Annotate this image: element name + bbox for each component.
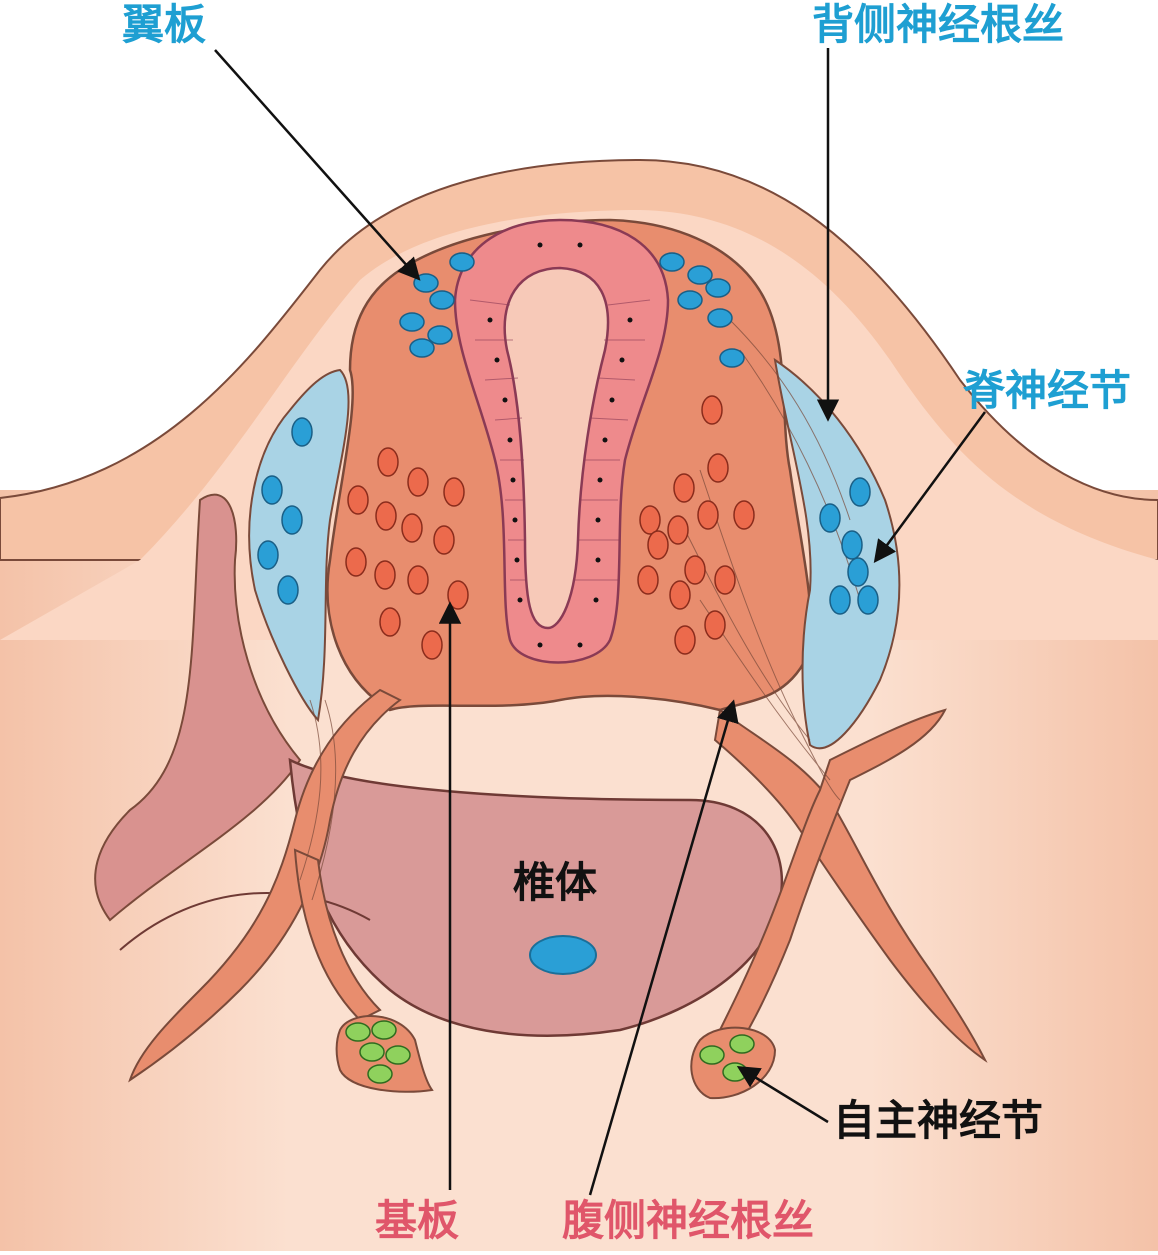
spinal-ganglion-right bbox=[773, 357, 901, 750]
arrow-ventral-rootlets bbox=[588, 699, 739, 1196]
spinal-nerve-right bbox=[708, 708, 947, 1062]
nerve-branch-left bbox=[293, 848, 382, 1022]
epithelium-cell-lines bbox=[469, 299, 651, 581]
alar-plate-cells bbox=[399, 252, 745, 368]
ventral-root-left bbox=[128, 688, 402, 1083]
arrow-autonomic-ganglion bbox=[736, 1066, 829, 1124]
label-ventral-rootlets: 腹侧神经根丝 bbox=[562, 1196, 815, 1245]
vertebral-body-shape bbox=[288, 757, 784, 1037]
label-basal-plate: 基板 bbox=[375, 1196, 460, 1245]
arrow-alar-plate bbox=[214, 49, 421, 281]
central-canal bbox=[503, 266, 610, 630]
spinal-ganglion-left bbox=[248, 368, 350, 723]
sclerotome-curve bbox=[119, 892, 371, 951]
label-alar-plate: 翼板 bbox=[122, 0, 207, 49]
autonomic-cells bbox=[345, 1020, 755, 1084]
label-spinal-ganglion: 脊神经节 bbox=[963, 366, 1132, 415]
epithelium-nuclei bbox=[487, 242, 633, 648]
sclerotome-left bbox=[94, 493, 302, 922]
arrow-spinal-ganglion bbox=[873, 411, 987, 564]
label-vertebral-body: 椎体 bbox=[513, 858, 598, 907]
label-dorsal-rootlets: 背侧神经根丝 bbox=[812, 0, 1065, 49]
label-autonomic-ganglion: 自主神经节 bbox=[833, 1096, 1044, 1145]
ganglion-cells bbox=[257, 417, 879, 615]
notochord bbox=[529, 935, 597, 975]
basal-plate-cells bbox=[345, 395, 755, 660]
